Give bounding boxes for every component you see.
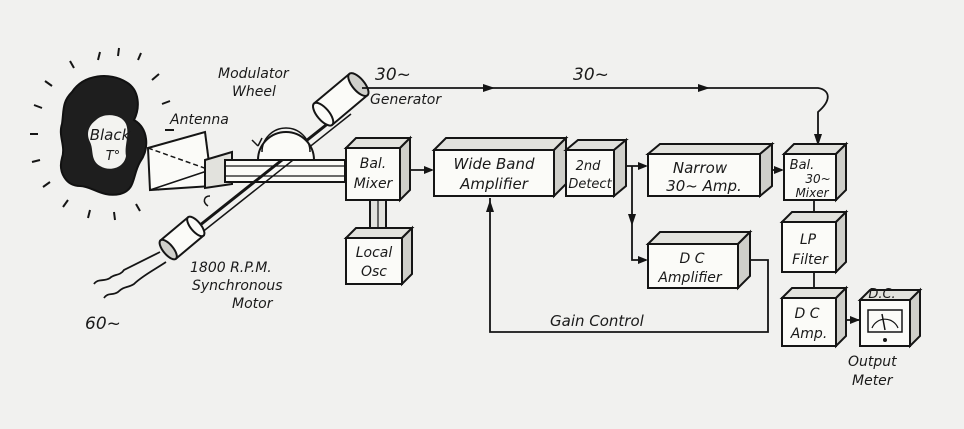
black-body-label-2: T° <box>106 149 120 164</box>
motor-label-1: 1800 R.P.M. <box>190 260 272 276</box>
bal-mixer-label-1: Bal. <box>360 156 387 172</box>
output-meter: D.C. <box>857 287 923 349</box>
freq-60-label: 60~ <box>85 314 121 334</box>
black-body-label-1: Black <box>90 126 132 144</box>
freq-30-label-b: 30~ <box>573 65 609 85</box>
motor-label-3: Motor <box>232 296 274 312</box>
bal30-label-2: 30~ <box>805 172 830 186</box>
detect-label-1: 2nd <box>576 159 602 174</box>
dcamp-label-1: D C <box>679 251 704 267</box>
black-body-source: Black T° <box>30 47 174 221</box>
modulator-label-1: Modulator <box>218 66 290 82</box>
dc-amplifier-block: D C Amplifier <box>645 229 753 291</box>
detect-label-2: Detect <box>568 177 612 192</box>
antenna-label: Antenna <box>169 112 229 128</box>
gain-control-label: Gain Control <box>550 312 645 330</box>
motor-label-2: Synchronous <box>192 278 283 294</box>
gain-control-line <box>489 198 769 333</box>
bal-mixer-label-2: Mixer <box>354 176 394 192</box>
local-osc-block: Local Osc <box>343 199 415 287</box>
output-meter-label-1: Output <box>848 354 897 370</box>
local-osc-label-1: Local <box>356 245 393 261</box>
narrow-label-1: Narrow <box>673 159 728 177</box>
dcamp-small-label-2: Amp. <box>790 326 828 342</box>
modulator-wheel <box>174 108 352 250</box>
lp-label-2: Filter <box>792 252 829 268</box>
local-osc-label-2: Osc <box>361 264 387 280</box>
lp-label-1: LP <box>800 232 817 248</box>
second-detector-block: 2nd Detect <box>563 137 629 199</box>
dcamp-label-2: Amplifier <box>657 270 723 286</box>
wideband-label-2: Amplifier <box>459 175 529 193</box>
dc-amp-small-block: D C Amp. <box>779 285 849 349</box>
generator <box>312 72 370 127</box>
dc-meter-label: D.C. <box>868 287 895 302</box>
antenna-horn <box>146 130 214 192</box>
bal-30-mixer-block: Bal. 30~ Mixer <box>781 141 849 203</box>
lp-filter-block: LP Filter <box>779 209 849 275</box>
generator-label: Generator <box>370 92 442 108</box>
narrow-amp-block: Narrow 30~ Amp. <box>645 141 775 199</box>
bal-mixer-block: Bal. Mixer <box>343 135 413 203</box>
synchronous-motor <box>93 195 211 299</box>
wideband-label-1: Wide Band <box>453 155 535 173</box>
freq-30-label-a: 30~ <box>375 65 411 85</box>
wideband-amplifier-block: Wide Band Amplifier <box>431 135 569 199</box>
generator-signal-line <box>362 87 829 146</box>
output-meter-label-2: Meter <box>852 373 894 389</box>
modulator-label-2: Wheel <box>232 84 276 100</box>
narrow-label-2: 30~ Amp. <box>666 177 742 195</box>
bal30-label-1: Bal. <box>790 158 815 173</box>
dcamp-small-label-1: D C <box>794 306 819 322</box>
bal30-label-3: Mixer <box>795 186 829 200</box>
